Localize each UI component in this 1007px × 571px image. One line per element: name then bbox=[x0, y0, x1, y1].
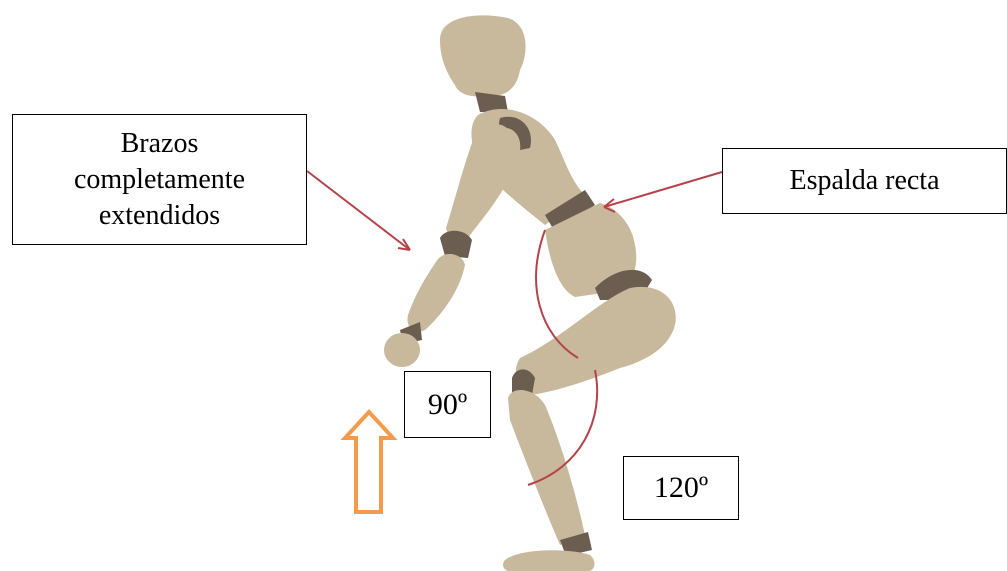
straight-back-label: Espalda recta bbox=[722, 148, 1007, 214]
mannequin-foot bbox=[503, 550, 594, 571]
mannequin-upper-arm bbox=[446, 124, 516, 239]
arms-label-line-1: Brazos bbox=[121, 126, 199, 162]
mannequin-hand bbox=[384, 333, 420, 367]
arms-label-line-2: completamente bbox=[74, 162, 245, 198]
arms-extended-label: Brazos completamente extendidos bbox=[12, 114, 307, 245]
mannequin-elbow-joint bbox=[440, 231, 472, 258]
mannequin-shin bbox=[508, 390, 585, 545]
back-arrow-line bbox=[604, 172, 722, 207]
mannequin-head bbox=[440, 15, 526, 96]
angle-90-label: 90º bbox=[404, 371, 491, 438]
arms-arrow-line bbox=[307, 171, 410, 250]
mannequin-neck bbox=[475, 92, 508, 112]
up-arrow-icon bbox=[345, 412, 393, 512]
arms-label-line-3: extendidos bbox=[99, 198, 220, 234]
mannequin-forearm bbox=[407, 254, 465, 332]
angle-120-label: 120º bbox=[623, 456, 739, 520]
